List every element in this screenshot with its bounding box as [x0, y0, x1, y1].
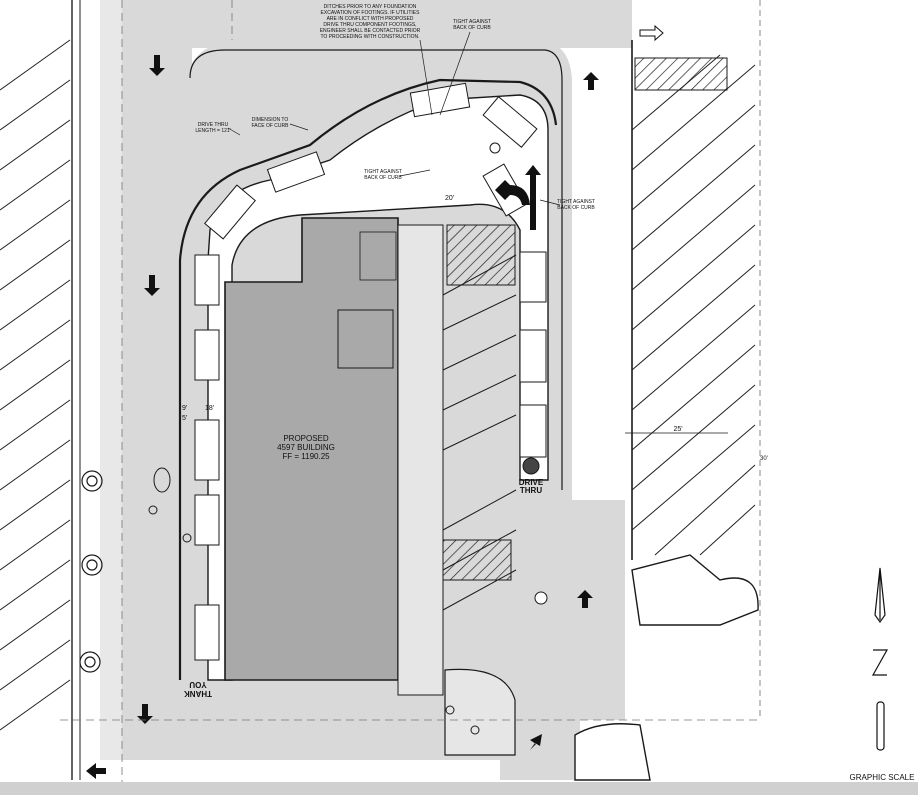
note-line-5: ENGINEER SHALL BE CONTACTED PRIOR — [320, 28, 421, 34]
hatched-no-parking — [446, 224, 516, 286]
callout-tight-2-line-1: TIGHT AGAINST — [364, 169, 402, 175]
lot-lines — [60, 0, 760, 795]
building-label-1: PROPOSED — [283, 434, 329, 443]
callout-tight-2: TIGHT AGAINST BACK OF CURB — [364, 169, 402, 181]
parking-stalls — [442, 254, 517, 611]
building-label-3: FF = 1190.25 — [282, 452, 330, 461]
hatched-accessible-aisle — [442, 539, 512, 581]
bottom-band — [0, 782, 918, 795]
cars — [194, 82, 547, 661]
dim-9: 9' — [182, 405, 187, 412]
sidewalk — [397, 224, 444, 696]
drive-thru-curved-arrow — [495, 180, 530, 205]
callout-drive-thru-length: DRIVE THRU LENGTH = 121' — [195, 122, 230, 134]
callout-length-line-1: DRIVE THRU — [198, 122, 229, 128]
drive-thru-island — [178, 49, 563, 681]
callout-tight-3-line-2: BACK OF CURB — [557, 205, 595, 211]
dim-5: 5' — [182, 415, 187, 422]
note-line-2: EXCAVATION OF FOOTINGS. IF UTILITIES — [321, 10, 421, 16]
callout-tight-1-line-1: TIGHT AGAINST — [453, 19, 491, 25]
traffic-arrows — [86, 55, 599, 779]
callout-tight-1-line-2: BACK OF CURB — [453, 25, 491, 31]
dim-20: 20' — [445, 195, 454, 202]
callout-dimension-line-1: DIMENSION TO — [252, 117, 289, 123]
thank-you-text-2: YOU — [189, 680, 207, 689]
landscape-island-bottom-left — [444, 668, 516, 756]
callout-dimension-line-2: FACE OF CURB — [252, 123, 290, 129]
dim-30: 30' — [760, 456, 768, 462]
drive-thru-text-1: DRIVE — [519, 478, 544, 487]
graphic-scale-label: GRAPHIC SCALE — [850, 773, 915, 782]
trees — [79, 470, 103, 673]
building-label-2: 4597 BUILDING — [277, 443, 335, 452]
dim-25: 25' — [673, 426, 682, 433]
left-neighbor-hatch — [0, 0, 81, 780]
leader-lines — [227, 31, 561, 206]
callout-tight-3-line-1: TIGHT AGAINST — [557, 199, 595, 205]
callout-tight-2-line-2: BACK OF CURB — [364, 175, 402, 181]
callout-tight-3: TIGHT AGAINST BACK OF CURB — [557, 199, 595, 211]
callout-tight-1: TIGHT AGAINST BACK OF CURB — [453, 19, 491, 31]
north-arrow — [871, 567, 889, 751]
thank-you-text-1: THANK — [184, 689, 212, 698]
drive-thru-sign: DRIVE THRU — [519, 478, 544, 495]
note-line-3: ARE IN CONFLICT WITH PROPOSED — [327, 16, 414, 22]
exit-arrow-outline — [639, 24, 664, 42]
note-line-4: DRIVE THRU COMPONENT FOOTINGS, — [323, 22, 416, 28]
building: PROPOSED 4597 BUILDING FF = 1190.25 — [224, 217, 399, 681]
landscape-island-bottom — [574, 723, 651, 781]
thank-you-sign: THANK YOU — [184, 680, 212, 698]
landscape-island-right — [631, 554, 759, 626]
dim-18: 18' — [205, 405, 214, 412]
callout-length-line-2: LENGTH = 121' — [195, 128, 230, 134]
utility-symbols — [148, 142, 548, 735]
top-notes: DITCHES PRIOR TO ANY FOUNDATION EXCAVATI… — [320, 4, 421, 40]
dimension-labels: 9' 18' 5' 30' 20' — [182, 195, 768, 462]
note-line-1: DITCHES PRIOR TO ANY FOUNDATION — [324, 4, 417, 10]
callout-dimension: DIMENSION TO FACE OF CURB — [252, 117, 290, 129]
drive-thru-text-2: THRU — [520, 486, 542, 495]
note-line-6: TO PROCEEDING WITH CONSTRUCTION. — [320, 34, 419, 40]
right-neighbor: 25' — [625, 0, 761, 720]
